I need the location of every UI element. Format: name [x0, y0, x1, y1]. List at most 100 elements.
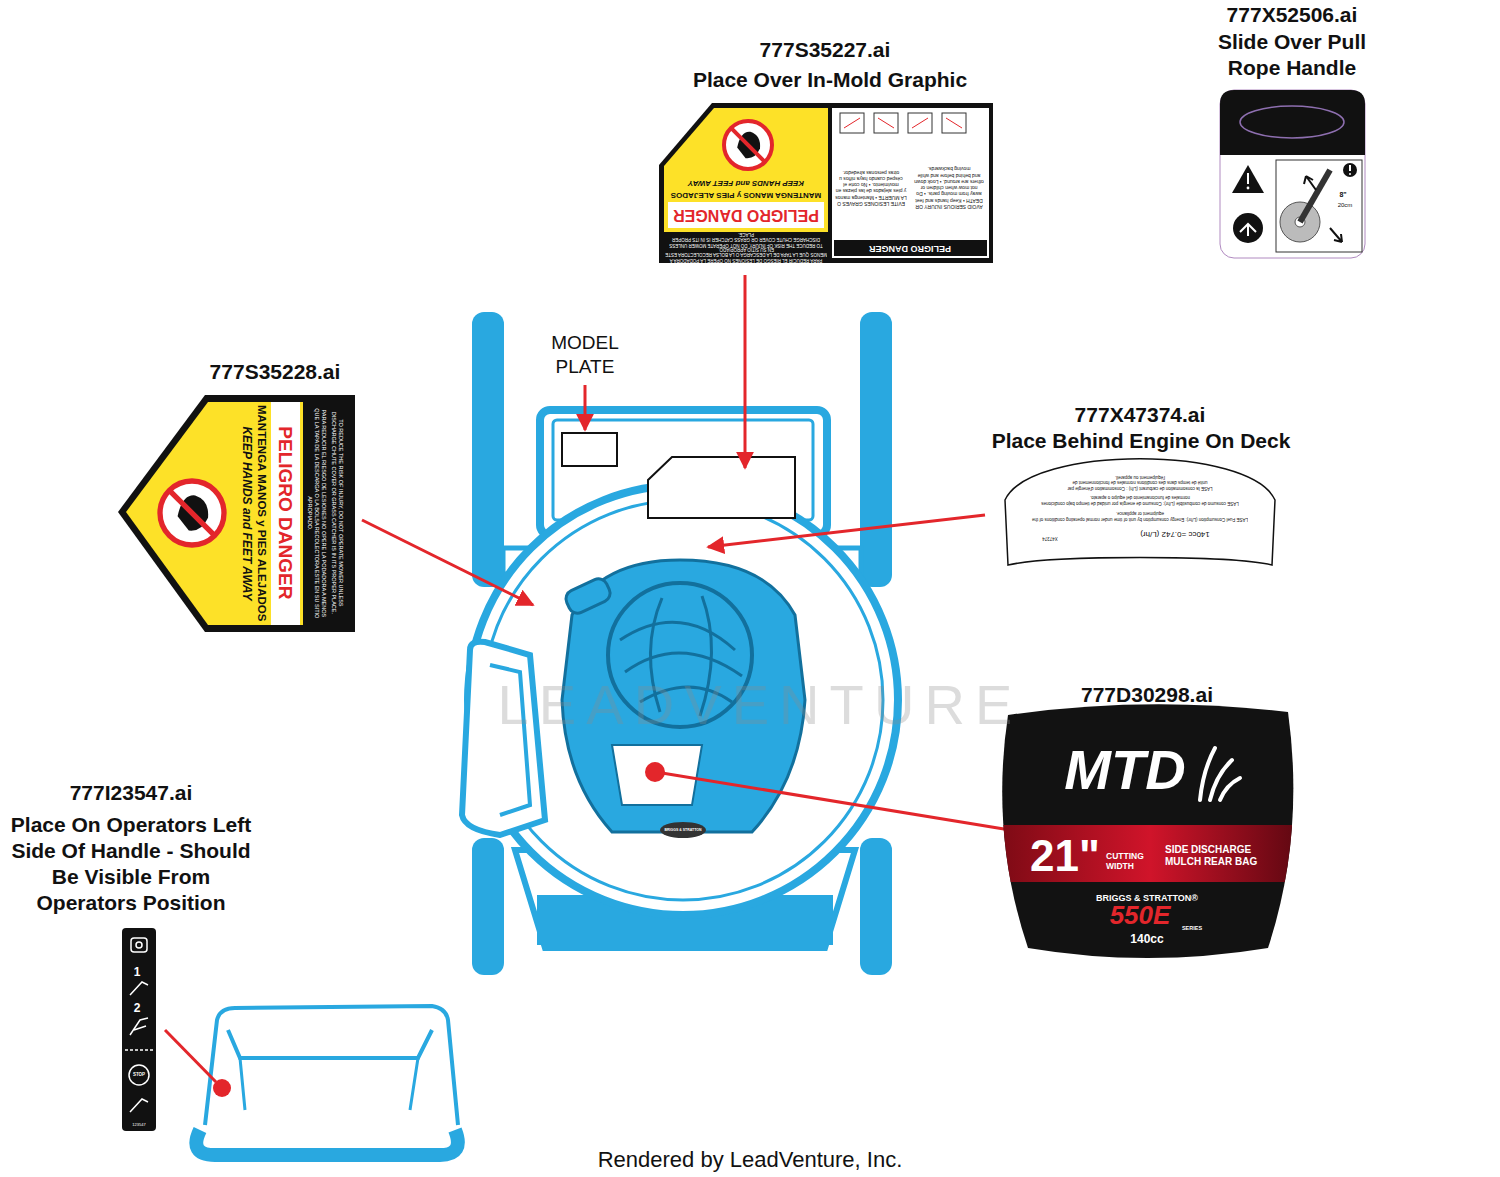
decal-text: 1: [130, 965, 144, 980]
leader-line: [708, 515, 985, 547]
decal-text: 20cm: [1333, 202, 1357, 210]
decal-text: KEEP HANDS and FEET AWAY: [239, 406, 254, 621]
decal-spot: [648, 457, 795, 518]
leader-dot: [645, 762, 665, 782]
label: LEADVENTURE: [480, 670, 1040, 740]
engine: [660, 822, 706, 838]
decal-shape: [1240, 106, 1344, 138]
decal: 777X52506.aiSlide Over Pull Rope Handle8…: [1205, 0, 1380, 262]
label: Rendered by LeadVenture, Inc.: [540, 1146, 960, 1174]
decal-shape: [668, 202, 824, 228]
decal-text: STOP: [130, 1072, 148, 1078]
decal-shape: [130, 1018, 148, 1035]
decal-text: AVOID SERIOUS INJURY OR DEATH • Keep han…: [913, 166, 985, 210]
decal-text: 123547: [125, 1122, 153, 1127]
decal-shape: [1233, 213, 1263, 243]
leader-line: [362, 520, 533, 605]
decal-shape: [840, 113, 966, 133]
decal-shape: [160, 481, 224, 545]
wheel: [860, 312, 892, 587]
decal-shape: [659, 103, 993, 263]
wheel: [472, 838, 504, 975]
decal-shape: [118, 395, 355, 632]
decal-text: PELIGRO DANGER: [671, 205, 821, 225]
decal-text: TO REDUCE THE RISK OF INJURY, DO NOT OPE…: [665, 231, 827, 248]
decal-text: SERIES: [1172, 925, 1212, 932]
decal-shape: [126, 402, 303, 625]
decal-text: Place On Operators Left Side Of Handle -…: [0, 812, 262, 917]
decal-text: 550E: [1095, 899, 1185, 932]
decal-shape: [1304, 176, 1316, 190]
decal-text: CUTTING WIDTH: [1106, 851, 1154, 872]
decal-text: 21": [1027, 828, 1103, 883]
decal-shape: [131, 938, 147, 952]
decal-shape: [832, 108, 989, 258]
decal-shape: [1005, 459, 1275, 565]
decal-text: LASE la consommation de carburant (L/h) …: [1065, 474, 1215, 491]
handle: [205, 1006, 458, 1125]
leader-line: [744, 275, 747, 468]
decal-shape: [1220, 90, 1365, 155]
decal-text: LASE Fuel Consumption (L/hr): Energy con…: [1030, 511, 1250, 522]
decal-shape: [1330, 228, 1342, 242]
decal-text: Slide Over Pull Rope Handle: [1205, 29, 1380, 82]
decal-shape: [125, 1049, 153, 1051]
decal-text: EVITE LESIONES GRAVES O LA MUERTE • Mant…: [835, 169, 907, 207]
decal-spot: [562, 433, 795, 518]
decal-shape: [1220, 90, 1365, 258]
decal-shape: [724, 121, 772, 169]
decal: 777I23547.aiPlace On Operators Left Side…: [0, 775, 270, 1135]
decal-shape: [1300, 170, 1330, 222]
handle: [240, 1058, 418, 1110]
decal-shape: [731, 128, 765, 162]
handle: [228, 1030, 432, 1058]
decal-shape: [122, 928, 156, 1131]
wheel: [472, 312, 504, 587]
decal-text: 8": [1334, 191, 1352, 200]
decal: 777S35228.aiPELIGRO DANGERMANTENGA MANOS…: [110, 355, 360, 635]
decal-shape: [834, 240, 987, 256]
decal-shape: [170, 491, 215, 536]
decal-shape: [118, 395, 355, 632]
handle: [196, 1006, 458, 1155]
decal-shape: [1232, 165, 1264, 193]
engine: [620, 622, 735, 650]
decal: 777S35227.aiPlace Over In-Mold GraphicPE…: [650, 35, 1000, 270]
leader-dot: [213, 1079, 231, 1097]
decal-shape: [1200, 748, 1240, 800]
decal-shape: [130, 1099, 148, 1112]
part-number: 777I23547.ai: [0, 780, 262, 806]
decal-text: PARA REDUCIR EL RIESGO DE LESIONES NO OP…: [665, 246, 827, 263]
mower-body: [462, 642, 545, 835]
decal-text: MANTENGA MANOS y PIES ALEJADOS: [666, 190, 826, 200]
decal: 777D30298.aiMTD21"CUTTING WIDTHSIDE DISC…: [995, 680, 1305, 970]
decal-text: KEEP HANDS and FEET AWAY: [666, 178, 826, 188]
part-number: 777S35227.ai: [675, 37, 975, 63]
decal-text: Place Over In-Mold Graphic: [660, 67, 1000, 93]
decal-shape: [664, 108, 828, 232]
decal-text: 140cc: [1117, 932, 1177, 947]
decal: 777X47374.aiPlace Behind Engine On DeckL…: [970, 400, 1310, 570]
decal-shape: [659, 103, 993, 263]
decal-spot: [562, 433, 617, 466]
part-number: 777S35228.ai: [175, 359, 375, 385]
decal-shape: [122, 928, 156, 1131]
leader-line: [662, 773, 1010, 830]
wheel: [860, 838, 892, 975]
decal-text: PARA REDUCIR EL RIESGO DE LESIONES NO OP…: [306, 405, 327, 620]
decal-shape: [1220, 778, 1240, 800]
part-number: 777X47374.ai: [1030, 402, 1250, 428]
engine: [563, 576, 613, 616]
decal-shape: [129, 1065, 149, 1085]
part-number: 777D30298.ai: [1037, 682, 1257, 708]
decal-text: TO REDUCE THE RISK OF INJURY, DO NOT OPE…: [330, 405, 344, 620]
leader-line: [584, 385, 587, 430]
decal-shape: [136, 942, 142, 948]
leader-dot: [213, 762, 665, 1097]
decal-shape: [844, 118, 962, 128]
decal-text: 2: [130, 1001, 144, 1016]
decal-shape: [995, 825, 1305, 882]
decal-shape: [130, 982, 148, 995]
label: BRIGGS & STRATTON: [662, 828, 704, 832]
